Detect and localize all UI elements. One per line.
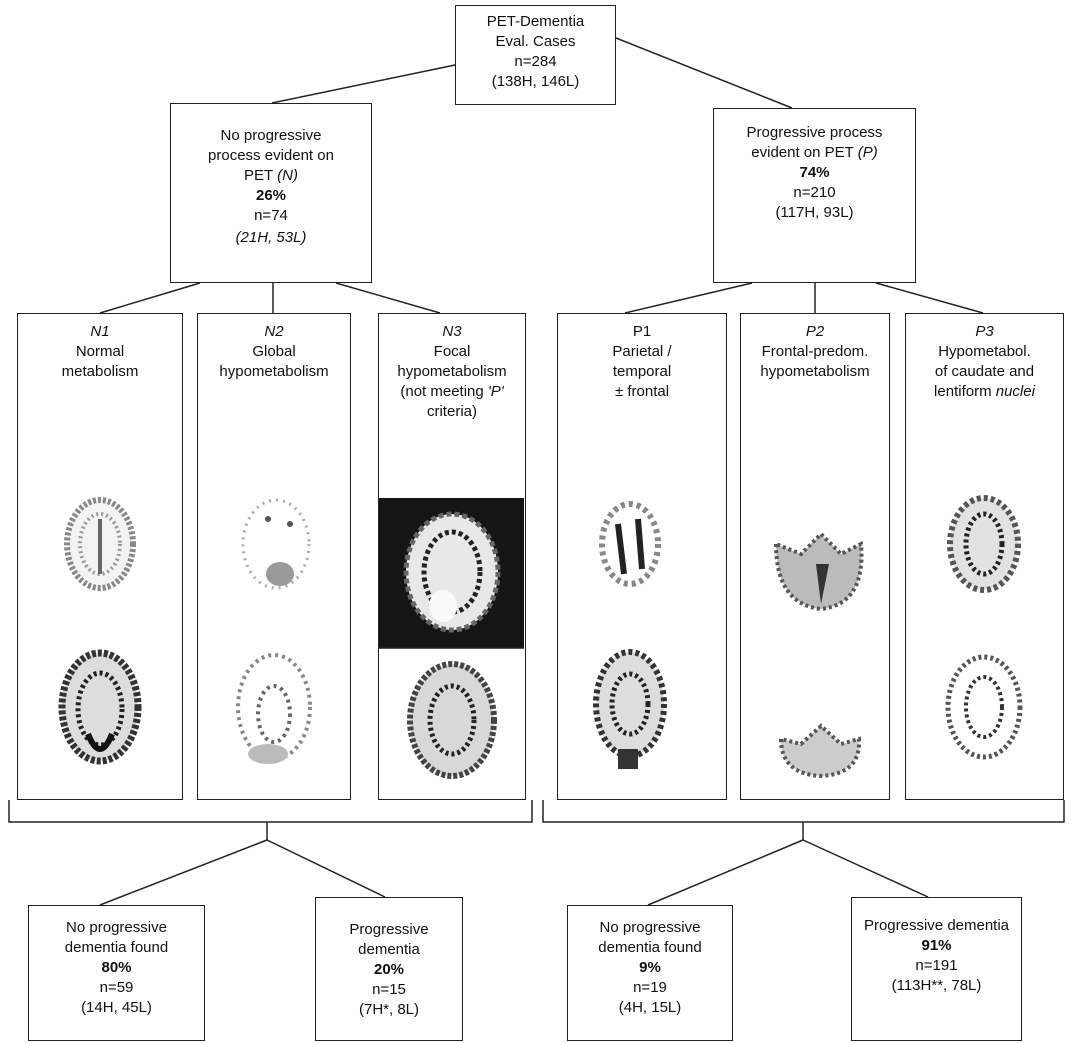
outcome-line1: Progressive dementia: [863, 917, 1010, 934]
panel-code: N2: [264, 323, 284, 340]
panel-label-2: temporal: [612, 363, 672, 380]
left-branch-line3: PET (N): [244, 167, 298, 184]
panel-n1: N1 Normal metabolism: [17, 313, 183, 800]
panel-label-2: hypometabolism: [219, 363, 329, 380]
outcome-n: n=59: [99, 979, 134, 996]
outcome-pct: 91%: [921, 937, 952, 954]
panel-label-3: lentiform nuclei: [934, 383, 1035, 400]
root-n: n=284: [514, 53, 557, 70]
panel-label-2: metabolism: [61, 363, 139, 380]
outcome-right-no-progressive: No progressive dementia found 9% n=19 (4…: [567, 905, 733, 1041]
panel-p3: P3 Hypometabol. of caudate and lentiform…: [905, 313, 1064, 800]
left-branch-pct: 26%: [255, 187, 287, 204]
outcome-pct: 9%: [639, 959, 661, 976]
outcome-pct: 80%: [101, 959, 132, 976]
left-branch-n: n=74: [254, 207, 288, 224]
outcome-n: n=191: [915, 957, 958, 974]
pet-scan-images: [236, 498, 312, 764]
panel-label-2: hypometabolism: [397, 363, 507, 380]
root-line2: Eval. Cases: [495, 33, 576, 50]
panel-code: P2: [805, 323, 825, 340]
panel-label-3: ± frontal: [614, 383, 670, 400]
panel-n2: N2 Global hypometabolism: [197, 313, 351, 800]
left-branch-box: No progressive process evident on PET (N…: [170, 103, 372, 283]
right-branch-box: Progressive process evident on PET (P) 7…: [713, 108, 916, 283]
outcome-line1: No progressive: [66, 919, 167, 936]
pet-scan-images: [58, 497, 142, 765]
outcome-right-progressive: Progressive dementia 91% n=191 (113H**, …: [851, 897, 1022, 1041]
panel-label-4: criteria): [426, 403, 477, 420]
outcome-pct: 20%: [373, 961, 405, 978]
panel-p2: P2 Frontal-predom. hypometabolism: [740, 313, 890, 800]
left-branch-line1: No progressive: [220, 127, 322, 144]
right-branch-line1: Progressive process: [746, 124, 883, 141]
panel-label-1: Normal: [75, 343, 125, 360]
panel-label-1: Focal: [433, 343, 471, 360]
root-hl: (138H, 146L): [491, 73, 580, 90]
panel-label-2: hypometabolism: [760, 363, 870, 380]
left-branch-line2: process evident on: [208, 147, 334, 164]
outcome-n: n=15: [372, 981, 406, 998]
right-branch-n: n=210: [793, 184, 836, 201]
panel-label-1: Global: [252, 343, 296, 360]
outcome-hl: (4H, 15L): [618, 999, 682, 1016]
outcome-line1: No progressive: [599, 919, 701, 936]
outcome-hl: (113H**, 78L): [891, 977, 982, 994]
panel-code: P1: [632, 323, 652, 340]
panel-code: N1: [90, 323, 110, 340]
pet-scan-images: [945, 495, 1023, 760]
outcome-left-no-progressive: No progressive dementia found 80% n=59 (…: [28, 905, 205, 1041]
outcome-n: n=19: [633, 979, 667, 996]
panel-p1: P1 Parietal / temporal ± frontal: [557, 313, 727, 800]
root-line1: PET-Dementia: [486, 13, 585, 30]
outcome-left-progressive: Progressive dementia 20% n=15 (7H*, 8L): [315, 897, 463, 1041]
panel-label-1: Parietal /: [612, 343, 672, 360]
panel-n3: N3 Focal hypometabolism (not meeting 'P'…: [378, 313, 526, 800]
pet-scan-images: [593, 501, 667, 769]
panel-label-1: Frontal-predom.: [761, 343, 869, 360]
outcome-line1: Progressive: [349, 921, 429, 938]
panel-label-2: of caudate and: [934, 363, 1035, 380]
right-branch-hl: (117H, 93L): [775, 204, 854, 221]
outcome-hl: (7H*, 8L): [358, 1001, 420, 1018]
left-branch-hl: (21H, 53L): [235, 229, 307, 246]
panel-label-1: Hypometabol.: [938, 343, 1031, 360]
outcome-line2: dementia: [358, 941, 420, 958]
pet-scan-images: [773, 531, 864, 779]
outcome-hl: (14H, 45L): [81, 999, 152, 1016]
outcome-line2: dementia found: [598, 939, 702, 956]
panel-code: P3: [975, 323, 994, 340]
pet-scan-images: [379, 498, 524, 779]
panel-code: N3: [442, 323, 462, 340]
root-box: PET-Dementia Eval. Cases n=284 (138H, 14…: [455, 5, 616, 105]
panel-label-3: (not meeting 'P': [400, 383, 504, 400]
right-branch-pct: 74%: [799, 164, 830, 181]
right-branch-line2: evident on PET (P): [751, 144, 878, 161]
outcome-line2: dementia found: [64, 939, 169, 956]
